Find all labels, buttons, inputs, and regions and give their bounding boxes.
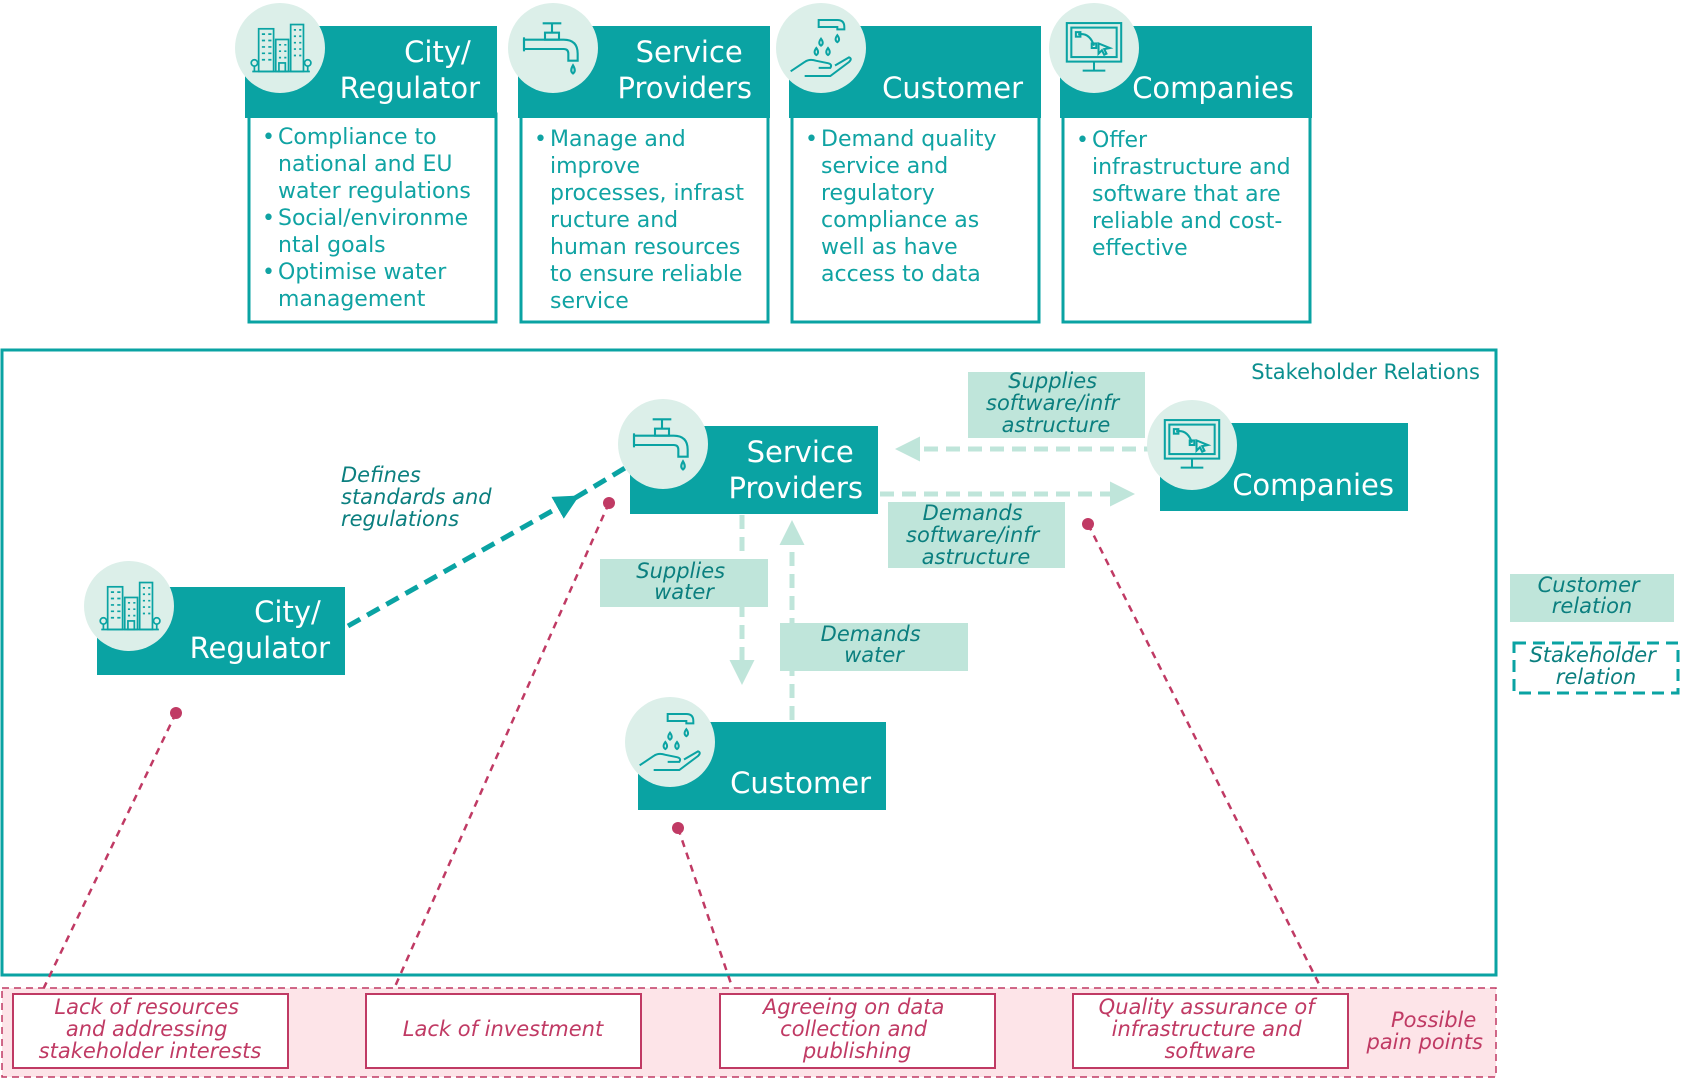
- pain-point-text: Agreeing on data collection and publishi…: [761, 995, 951, 1063]
- node-customer: Customer: [625, 697, 886, 810]
- pain-point-text: Quality assurance of infrastructure and …: [1099, 995, 1322, 1063]
- pain-point-text: Lack of investment: [403, 1017, 604, 1041]
- edge-label-box: [780, 623, 968, 671]
- legend-customer-relation-swatch: [1510, 574, 1674, 622]
- pain-point-connectors: [36, 497, 1336, 1017]
- card-title: Service Providers: [617, 35, 752, 105]
- pain-point-resources: Lack of resources and addressing stakeho…: [12, 993, 289, 1069]
- node-service-providers: Service Providers: [618, 399, 878, 514]
- pain-line: [1086, 523, 1336, 1015]
- edge-label-text: Supplies software/infr astructure: [986, 369, 1126, 437]
- node-icon-circle: [625, 697, 715, 787]
- edge-label-box: [600, 559, 768, 607]
- card-bullets: •Demand quality service and regulatory c…: [805, 127, 1004, 287]
- top-card-city: City/ Regulator •Compliance to national …: [235, 3, 498, 324]
- edge-label-supplies-water: Supplies water: [600, 559, 768, 607]
- edge-label-box: [888, 502, 1065, 568]
- pain-point-box: [365, 993, 642, 1069]
- pain-point-box: [12, 993, 289, 1069]
- card-bullets: •Manage and improve processes, infrast r…: [534, 127, 751, 314]
- card-body: [790, 112, 1041, 324]
- card-icon-circle: [776, 3, 866, 93]
- edge-label-supplies-software: Supplies software/infr astructure: [968, 369, 1145, 438]
- node-label: Customer: [730, 766, 871, 800]
- pain-point-box: [719, 993, 996, 1069]
- pain-point-data: Agreeing on data collection and publishi…: [719, 993, 996, 1069]
- arrow-city-to-sp-tail: [573, 465, 627, 501]
- card-body: [247, 112, 498, 324]
- legend-stakeholder-relation-label: Stakeholder relation: [1529, 643, 1662, 689]
- pain-line: [380, 502, 611, 1017]
- legend: Customer relation Stakeholder relation: [1510, 573, 1680, 695]
- pain-line: [36, 712, 178, 1001]
- top-card-customer: Customer •Demand quality service and reg…: [776, 3, 1041, 324]
- pain-point-investment: Lack of investment: [365, 993, 642, 1069]
- node-companies: Companies: [1147, 400, 1408, 511]
- edge-label-text: Demands software/infr astructure: [906, 501, 1046, 569]
- pain-point-box: [1072, 993, 1349, 1069]
- card-bullets: •Offer infrastructure and software that …: [1076, 128, 1298, 261]
- relation-arrows: [346, 436, 1158, 720]
- card-title: City/ Regulator: [340, 35, 480, 105]
- node-icon-circle: [84, 561, 174, 651]
- legend-stakeholder-relation-swatch: [1512, 641, 1680, 695]
- stakeholder-relations-title: Stakeholder Relations: [1251, 360, 1480, 384]
- top-card-service-providers: Service Providers •Manage and improve pr…: [508, 3, 770, 324]
- edge-label-defines: Defines standards and regulations: [341, 463, 498, 531]
- stakeholder-relations-frame: [0, 348, 1498, 977]
- card-bullets: •Compliance to national and EU water reg…: [262, 125, 478, 312]
- card-icon-circle: [235, 3, 325, 93]
- edge-label-text: Supplies water: [636, 559, 732, 604]
- pain-point-quality: Quality assurance of infrastructure and …: [1072, 993, 1349, 1069]
- edge-label-box: [968, 372, 1145, 438]
- card-body: [1061, 112, 1312, 324]
- card-body: [519, 112, 770, 324]
- node-label: Service Providers: [728, 435, 863, 505]
- legend-customer-relation-label: Customer relation: [1538, 573, 1647, 618]
- node-label: Companies: [1232, 468, 1394, 502]
- pain-point-text: Lack of resources and addressing stakeho…: [39, 995, 262, 1063]
- top-card-companies: Companies •Offer infrastructure and soft…: [1049, 3, 1312, 324]
- node-label: City/ Regulator: [190, 595, 330, 665]
- edge-label-text: Demands water: [821, 622, 928, 667]
- node-city-regulator: City/ Regulator: [84, 561, 345, 675]
- card-title: Companies: [1132, 71, 1294, 105]
- edge-label-demands-water: Demands water: [780, 622, 968, 671]
- card-title: Customer: [882, 71, 1023, 105]
- pain-points-title: Possible pain points: [1365, 1008, 1483, 1054]
- edge-label-demands-software: Demands software/infr astructure: [888, 501, 1065, 569]
